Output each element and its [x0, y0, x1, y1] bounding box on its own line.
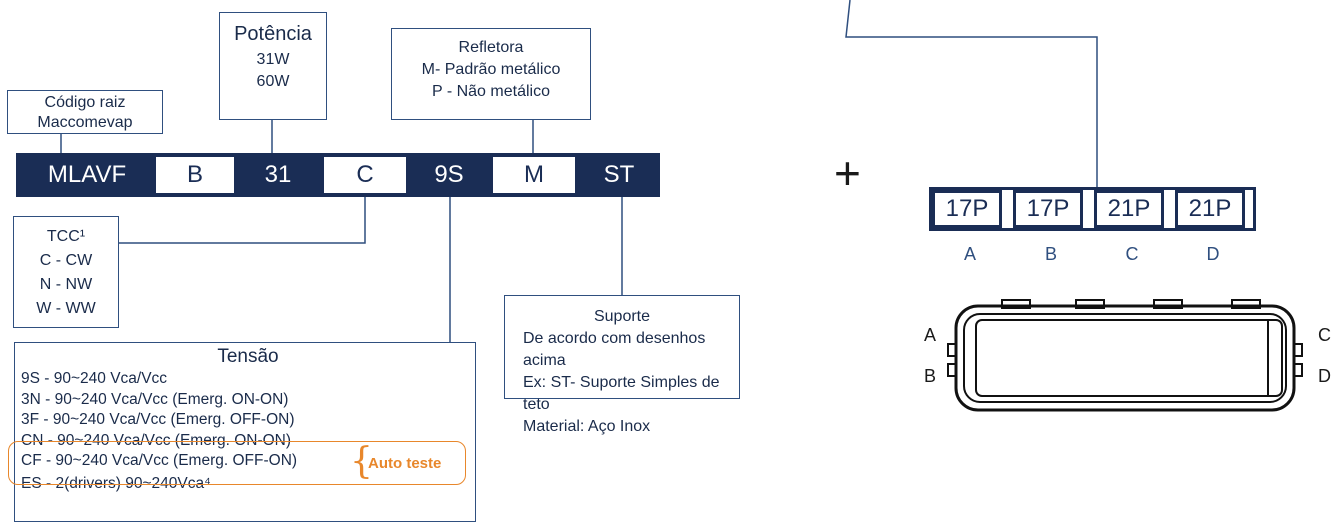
code-segment-31: 31 [264, 161, 292, 188]
codigo-raiz-line1: Código raiz [44, 94, 126, 111]
suporte-box: Suporte De acordo com desenhos acima Ex:… [504, 295, 740, 435]
tcc-option-3: W - WW [36, 300, 96, 317]
suporte-line-3: Material: Aço Inox [523, 418, 651, 435]
connector-label-b: B [1044, 244, 1057, 264]
tcc-box: TCC¹ C - CW N - NW W - WW [13, 216, 119, 328]
tcc-title: TCC¹ [46, 228, 86, 245]
tensao-option-cf: CF - 90~240 Vca/Vcc (Emerg. OFF-ON) [21, 452, 298, 469]
auto-teste-label: Auto teste [368, 455, 442, 472]
code-segment-c: C [324, 157, 406, 193]
tensao-option-9s: 9S - 90~240 Vca/Vcc [21, 370, 168, 387]
code-segment-m: M [493, 157, 575, 193]
plus-sign: + [834, 147, 861, 199]
auto-teste-highlight [8, 441, 466, 485]
tensao-option-cn: CN - 90~240 Vca/Vcc (Emerg. ON-ON) [21, 431, 292, 449]
tensao-option-3f: 3F - 90~240 Vca/Vcc (Emerg. OFF-ON) [21, 411, 295, 428]
codigo-raiz-box: Código raiz Maccomevap [7, 90, 163, 134]
refletora-title: Refletora [458, 39, 524, 56]
tcc-option-1: C - CW [39, 252, 93, 269]
potencia-box: Potência 31W 60W [219, 12, 327, 120]
auto-teste-brace-icon: { [350, 441, 373, 482]
code-segment-mlavf: MLAVF [47, 161, 127, 188]
potencia-value-1: 31W [256, 51, 290, 68]
refletora-option-2: P - Não metálico [432, 83, 550, 100]
suporte-line-2: Ex: ST- Suporte Simples de teto [523, 374, 720, 413]
fixture-label-d: D [1318, 366, 1331, 386]
code-segment-st: ST [603, 161, 635, 188]
tensao-box: Tensão 9S - 90~240 Vca/Vcc 3N - 90~240 V… [14, 342, 476, 522]
connector-label-a: A [963, 244, 976, 264]
connector-code-c: 21P [1094, 190, 1164, 228]
connector-code-d: 21P [1175, 190, 1245, 228]
fixture-label-a: A [924, 325, 937, 345]
suporte-line-1: De acordo com desenhos acima [523, 330, 706, 369]
refletora-box: Refletora M- Padrão metálico P - Não met… [391, 28, 591, 120]
fixture-drawing [947, 299, 1303, 412]
tcc-option-2: N - NW [39, 276, 93, 293]
refletora-option-1: M- Padrão metálico [421, 61, 561, 78]
connector-label-c: C [1125, 244, 1139, 264]
suporte-title: Suporte [593, 308, 651, 325]
potencia-title: Potência [234, 23, 312, 45]
fixture-label-b: B [924, 366, 937, 386]
codigo-raiz-line2: Maccomevap [37, 114, 133, 131]
tensao-option-es: ES - 2(drivers) 90~240Vca⁴ [21, 474, 211, 492]
code-segment-b: B [156, 157, 234, 193]
code-segment-9s: 9S [434, 161, 464, 188]
connector-code-a: 17P [932, 190, 1002, 228]
connector-code-b: 17P [1013, 190, 1083, 228]
tensao-title: Tensão [217, 346, 279, 367]
fixture-label-c: C [1318, 325, 1331, 345]
tensao-option-3n: 3N - 90~240 Vca/Vcc (Emerg. ON-ON) [21, 390, 289, 408]
connector-label-d: D [1206, 244, 1220, 264]
potencia-value-2: 60W [256, 73, 290, 90]
